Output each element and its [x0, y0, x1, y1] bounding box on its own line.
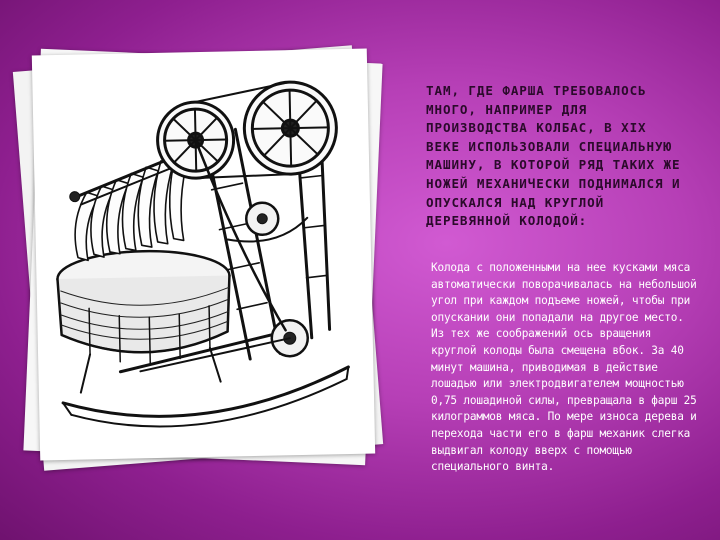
slide-body-text: Колода с положенными на нее кусками мяса… — [431, 261, 697, 474]
meat-chopping-machine-illustration — [56, 80, 350, 428]
illustration-photo-stack — [12, 45, 392, 478]
slide-heading: ТАМ, ГДЕ ФАРША ТРЕБОВАЛОСЬ МНОГО, НАПРИМ… — [426, 83, 681, 229]
